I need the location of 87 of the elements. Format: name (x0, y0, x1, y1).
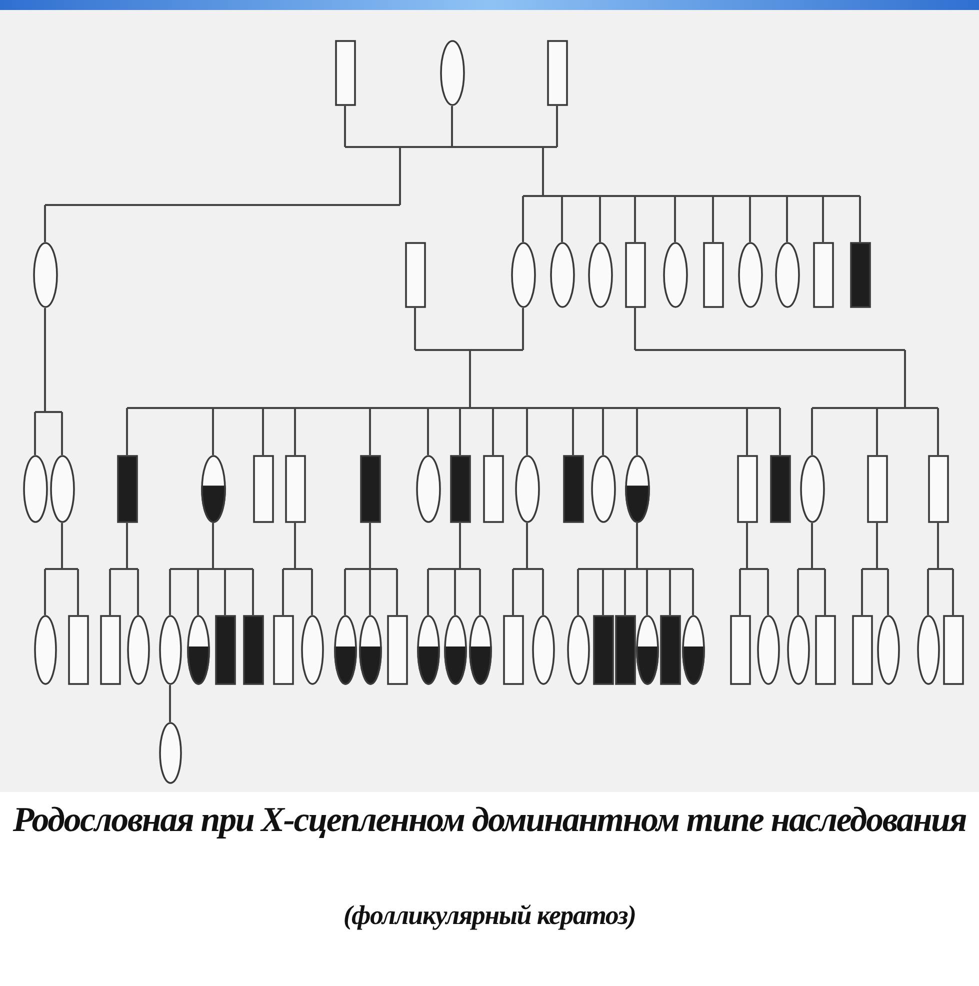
filled-pedigree-square (450, 455, 470, 523)
pedigree-line (427, 522, 481, 616)
filled-pedigree-square (770, 455, 790, 523)
filled-pedigree-square (360, 455, 380, 523)
pedigree-square (284, 455, 306, 523)
pedigree-square (404, 242, 426, 308)
filled-pedigree-square (592, 615, 614, 685)
pedigree-square (942, 615, 964, 685)
pedigree-circle (158, 722, 182, 784)
pedigree-circle (876, 615, 900, 685)
filled-pedigree-square (214, 615, 236, 685)
pedigree-square (386, 615, 408, 685)
pedigree-line (169, 522, 254, 616)
pedigree-line (344, 522, 398, 616)
pedigree-square (334, 40, 356, 106)
pedigree-circle (158, 615, 182, 685)
pedigree-square (928, 455, 948, 523)
caption-note: (фолликулярный кератоз) (343, 900, 636, 931)
half-filled-pedigree-circle (444, 615, 466, 685)
pedigree-circle (126, 615, 150, 685)
pedigree-square (546, 40, 568, 106)
pedigree-square (252, 455, 274, 523)
pedigree-circle (756, 615, 780, 685)
pedigree-circle (50, 455, 74, 523)
pedigree-square (736, 455, 758, 523)
pedigree-circle (590, 455, 616, 523)
pedigree-circle (514, 455, 540, 523)
filled-pedigree-square (562, 455, 584, 523)
pedigree-line (451, 105, 861, 243)
pedigree-square (100, 615, 120, 685)
pedigree-line (109, 522, 139, 616)
half-filled-pedigree-circle (624, 455, 650, 523)
pedigree-circle (566, 615, 590, 685)
pedigree-circle (532, 615, 554, 685)
pedigree-circle (300, 615, 324, 685)
pedigree-line (927, 522, 954, 616)
pedigree-circle (588, 242, 612, 308)
pedigree-line (739, 522, 769, 616)
half-filled-pedigree-circle (186, 615, 210, 685)
pedigree-line (169, 684, 171, 723)
pedigree-circle (22, 455, 48, 523)
pedigree-square (852, 615, 872, 685)
pedigree-line (126, 307, 781, 456)
pedigree-line (512, 522, 544, 616)
filled-pedigree-square (614, 615, 636, 685)
pedigree-square (814, 615, 836, 685)
pedigree-circle (662, 242, 688, 308)
pedigree-square (68, 615, 88, 685)
half-filled-pedigree-circle (682, 615, 704, 685)
pedigree-line (44, 105, 453, 243)
pedigree-circle (34, 615, 56, 685)
pedigree-circle (550, 242, 574, 308)
filled-pedigree-square (660, 615, 680, 685)
pedigree-square (482, 455, 504, 523)
half-filled-pedigree-circle (468, 615, 492, 685)
half-filled-pedigree-circle (334, 615, 356, 685)
pedigree-line (282, 522, 313, 616)
half-filled-pedigree-circle (636, 615, 658, 685)
filled-pedigree-square (116, 455, 138, 523)
pedigree-square (502, 615, 524, 685)
filled-pedigree-square (850, 242, 870, 308)
pedigree-circle (786, 615, 810, 685)
half-filled-pedigree-circle (200, 455, 226, 523)
pedigree-line (861, 522, 889, 616)
pedigree-circle (510, 242, 536, 308)
pedigree-square (624, 242, 646, 308)
pedigree-square (866, 455, 888, 523)
pedigree-circle (916, 615, 940, 685)
pedigree-line (577, 522, 694, 616)
pedigree-square (702, 242, 724, 308)
pedigree-circle (32, 242, 58, 308)
pedigree-square (272, 615, 294, 685)
pedigree-line (34, 307, 63, 456)
pedigree-square (812, 242, 834, 308)
pedigree-circle (774, 242, 800, 308)
pedigree-circle (416, 455, 440, 523)
pedigree-circle (800, 455, 824, 523)
pedigree-line (44, 522, 79, 616)
filled-pedigree-square (242, 615, 264, 685)
pedigree-circle (738, 242, 762, 308)
pedigree-square (730, 615, 750, 685)
half-filled-pedigree-circle (358, 615, 382, 685)
pedigree-circle (440, 40, 464, 106)
half-filled-pedigree-circle (416, 615, 440, 685)
pedigree-line (797, 522, 826, 616)
pedigree-line (634, 307, 939, 456)
caption: Родословная при Х-сцепленном доминантном типе наследования (12, 800, 966, 840)
